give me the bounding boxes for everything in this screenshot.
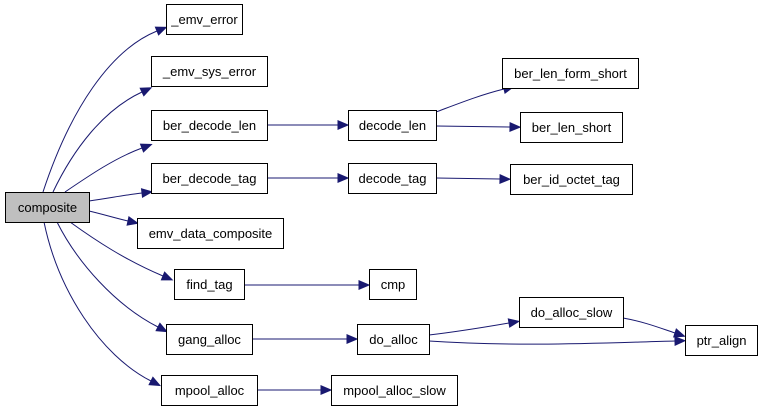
node-label: emv_data_composite <box>149 226 273 241</box>
node-box <box>520 112 623 143</box>
arrowhead-icon <box>337 173 350 183</box>
node-label: composite <box>18 200 77 215</box>
arrowhead-icon <box>139 143 153 153</box>
node-box <box>348 163 437 194</box>
edges <box>42 26 687 395</box>
node-label: find_tag <box>186 277 232 292</box>
node-do_alloc[interactable]: do_alloc <box>357 324 430 355</box>
node-label: _emv_sys_error <box>162 64 257 79</box>
arrowhead-icon <box>507 318 521 328</box>
node-label: ber_decode_len <box>163 118 256 133</box>
node-box <box>161 375 258 406</box>
node-ber_decode_len[interactable]: ber_decode_len <box>151 110 268 141</box>
edge-find_tag-to-cmp <box>244 280 371 290</box>
arrowhead-icon <box>155 322 169 333</box>
node-label: cmp <box>381 277 406 292</box>
edge-do_alloc-to-ptr_align <box>428 336 687 346</box>
node-emv_data_composite[interactable]: emv_data_composite <box>137 218 284 249</box>
node-label: mpool_alloc <box>175 383 245 398</box>
node-box <box>510 164 633 195</box>
node-box <box>331 375 458 406</box>
node-box <box>357 324 430 355</box>
edge-composite-to-emv_sys_error <box>52 87 153 193</box>
node-box <box>369 269 417 300</box>
node-label: _emv_error <box>170 12 238 27</box>
node-label: gang_alloc <box>178 332 241 347</box>
node-box <box>685 325 758 356</box>
node-box <box>166 324 253 355</box>
node-mpool_alloc_slow[interactable]: mpool_alloc_slow <box>331 375 458 406</box>
node-box <box>151 110 268 141</box>
arrowhead-icon <box>320 385 333 395</box>
edge-decode_tag-to-ber_id_octet_tag <box>435 174 512 184</box>
node-ber_len_form_short[interactable]: ber_len_form_short <box>502 58 639 89</box>
node-box <box>166 4 243 35</box>
node-decode_tag[interactable]: decode_tag <box>348 163 437 194</box>
node-box <box>137 218 284 249</box>
node-box <box>348 110 437 141</box>
node-ptr_align[interactable]: ptr_align <box>685 325 758 356</box>
node-label: ber_len_short <box>532 120 612 135</box>
node-label: ber_len_form_short <box>514 66 627 81</box>
arrowhead-icon <box>126 216 139 226</box>
arrowhead-icon <box>674 336 687 346</box>
node-label: do_alloc <box>369 332 418 347</box>
edge-decode_len-to-ber_len_short <box>435 122 522 132</box>
node-label: ber_decode_tag <box>163 171 257 186</box>
node-ber_id_octet_tag[interactable]: ber_id_octet_tag <box>510 164 633 195</box>
node-label: decode_tag <box>359 171 427 186</box>
arrowhead-icon <box>139 87 153 97</box>
edge-composite-to-ber_decode_len <box>64 143 153 193</box>
arrowhead-icon <box>154 26 168 36</box>
arrowhead-icon <box>346 334 359 344</box>
edge-do_alloc_slow-to-ptr_align <box>622 317 686 338</box>
arrowhead-icon <box>160 271 174 281</box>
node-box <box>151 56 268 87</box>
node-do_alloc_slow[interactable]: do_alloc_slow <box>519 297 624 328</box>
node-gang_alloc[interactable]: gang_alloc <box>166 324 253 355</box>
node-box <box>151 163 268 194</box>
node-emv_error[interactable]: _emv_error <box>166 4 243 35</box>
arrowhead-icon <box>140 188 154 199</box>
edge-composite-to-emv_data_composite <box>88 210 139 226</box>
edge-gang_alloc-to-do_alloc <box>252 334 359 344</box>
edge-mpool_alloc-to-mpool_alloc_slow <box>257 385 333 395</box>
node-box <box>519 297 624 328</box>
node-cmp[interactable]: cmp <box>369 269 417 300</box>
edge-ber_decode_tag-to-decode_tag <box>267 173 350 183</box>
node-mpool_alloc[interactable]: mpool_alloc <box>161 375 258 406</box>
edge-composite-to-ber_decode_tag <box>88 188 154 202</box>
node-find_tag[interactable]: find_tag <box>174 269 245 300</box>
edge-ber_decode_len-to-decode_len <box>267 120 350 130</box>
node-label: decode_len <box>359 118 426 133</box>
node-label: ber_id_octet_tag <box>523 172 620 187</box>
node-label: mpool_alloc_slow <box>343 383 446 398</box>
edge-composite-to-find_tag <box>69 221 174 281</box>
arrowhead-icon <box>358 280 371 290</box>
edge-do_alloc-to-do_alloc_slow <box>428 318 521 336</box>
node-emv_sys_error[interactable]: _emv_sys_error <box>151 56 268 87</box>
node-decode_len[interactable]: decode_len <box>348 110 437 141</box>
node-label: ptr_align <box>697 333 747 348</box>
node-label: do_alloc_slow <box>531 305 613 320</box>
node-box <box>502 58 639 89</box>
edge-composite-to-mpool_alloc <box>43 221 162 387</box>
node-box <box>5 192 90 223</box>
arrowhead-icon <box>509 122 522 132</box>
arrowhead-icon <box>337 120 350 130</box>
arrowhead-icon <box>672 328 686 338</box>
node-composite[interactable]: composite <box>5 192 90 223</box>
node-ber_len_short[interactable]: ber_len_short <box>520 112 623 143</box>
node-box <box>174 269 245 300</box>
arrowhead-icon <box>148 376 162 387</box>
edge-composite-to-emv_error <box>42 26 168 193</box>
edge-composite-to-gang_alloc <box>56 221 169 333</box>
arrowhead-icon <box>499 174 512 184</box>
nodes: composite _emv_error _emv_sys_error ber_dec… <box>5 4 758 406</box>
node-ber_decode_tag[interactable]: ber_decode_tag <box>151 163 268 194</box>
